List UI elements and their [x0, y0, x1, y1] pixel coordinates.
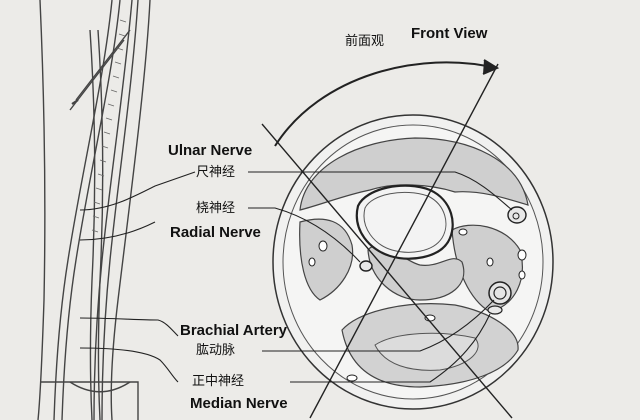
crossing-fibre-2 [69, 39, 125, 111]
muscle-lateral [299, 218, 354, 301]
radial-nerve-label-en: Radial Nerve [170, 224, 261, 241]
nerve-band-4 [101, 0, 139, 420]
brachial-artery-label-zh: 肱动脉 [196, 343, 236, 358]
ulnar-nerve-label-en: Ulnar Nerve [168, 142, 253, 159]
muscle-anterior-inner [374, 332, 479, 371]
nerve-band-3 [93, 0, 133, 420]
arm-outline-right [110, 0, 151, 420]
vessel-6 [458, 228, 468, 236]
leader-radial-right [248, 207, 361, 263]
leader-brachial-left [79, 317, 179, 337]
vessel-5 [308, 257, 316, 267]
front-view-label-zh: 前面观 [345, 34, 385, 49]
leader-brachial-right [262, 299, 495, 352]
vessel-4 [318, 240, 328, 252]
projection-lines [261, 63, 513, 419]
leader-radial-left [79, 221, 156, 241]
vessel-2 [518, 270, 526, 280]
longitudinal-hatching [91, 19, 127, 233]
longitudinal-arm-view [37, 0, 151, 420]
brachial-artery-lumen [493, 286, 507, 300]
humerus-cortex [363, 191, 447, 253]
cross-section [272, 114, 554, 410]
projection-line-diagonal [261, 123, 513, 419]
view-arrow-head [482, 59, 500, 75]
brachial-artery-section [488, 281, 512, 305]
brachial-artery-label-en: Brachial Artery [180, 322, 287, 339]
muscle-posterior [299, 137, 529, 211]
ulnar-stub [71, 99, 79, 105]
vessel-3 [486, 257, 494, 267]
view-arrow [274, 59, 500, 147]
radial-nerve-label-zh: 桡神经 [196, 201, 236, 216]
leader-median-left [79, 347, 179, 383]
artery-band-2 [97, 29, 104, 420]
median-nerve-label-zh: 正中神经 [192, 374, 245, 389]
artery-band [89, 29, 96, 420]
front-view-label-en: Front View [411, 25, 488, 42]
humerus-bone [355, 184, 454, 260]
projection-line-front [309, 63, 499, 419]
lower-block [40, 381, 139, 420]
crossing-fibre [75, 29, 131, 101]
leader-median-right [290, 313, 491, 383]
leader-ulnar-right [248, 171, 513, 211]
radial-nerve-section [359, 260, 373, 272]
arm-outline-left [37, 0, 46, 420]
vessel-8 [346, 374, 358, 382]
leader-ulnar-left [79, 171, 196, 211]
median-nerve-section [487, 305, 503, 315]
ulnar-nerve-dot [512, 212, 520, 220]
ulnar-nerve-label-zh: 尺神经 [196, 165, 236, 180]
lower-block-2 [69, 381, 131, 393]
nerve-band-2 [61, 0, 121, 420]
leader-lines [79, 171, 513, 383]
median-nerve-label-en: Median Nerve [190, 395, 288, 412]
vessel-1 [517, 249, 527, 261]
view-arrow-arc [274, 61, 497, 147]
ulnar-nerve-section [507, 206, 527, 224]
